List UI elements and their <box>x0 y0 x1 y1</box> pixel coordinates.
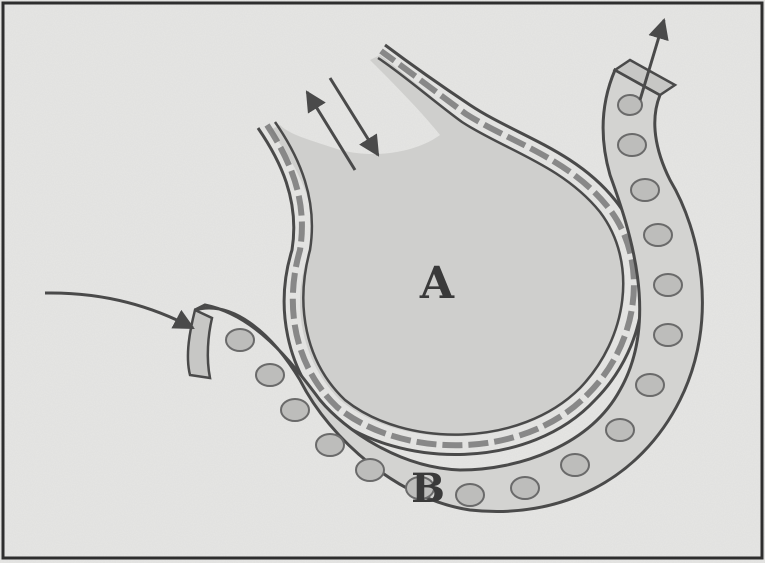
blood-cell <box>356 459 384 481</box>
blood-cell <box>561 454 589 476</box>
blood-cell <box>456 484 484 506</box>
blood-cell <box>618 134 646 156</box>
blood-cell <box>256 364 284 386</box>
label-b: B <box>411 465 445 512</box>
blood-cell <box>606 419 634 441</box>
label-a: A <box>419 258 455 309</box>
blood-cell <box>618 95 642 115</box>
blood-cell <box>281 399 309 421</box>
blood-cell <box>636 374 664 396</box>
blood-cell <box>654 274 682 296</box>
blood-cell <box>644 224 672 246</box>
blood-cell <box>316 434 344 456</box>
blood-cell <box>654 324 682 346</box>
capillary-open-end-left <box>188 310 212 378</box>
blood-cell <box>631 179 659 201</box>
blood-cell <box>226 329 254 351</box>
blood-cell <box>511 477 539 499</box>
